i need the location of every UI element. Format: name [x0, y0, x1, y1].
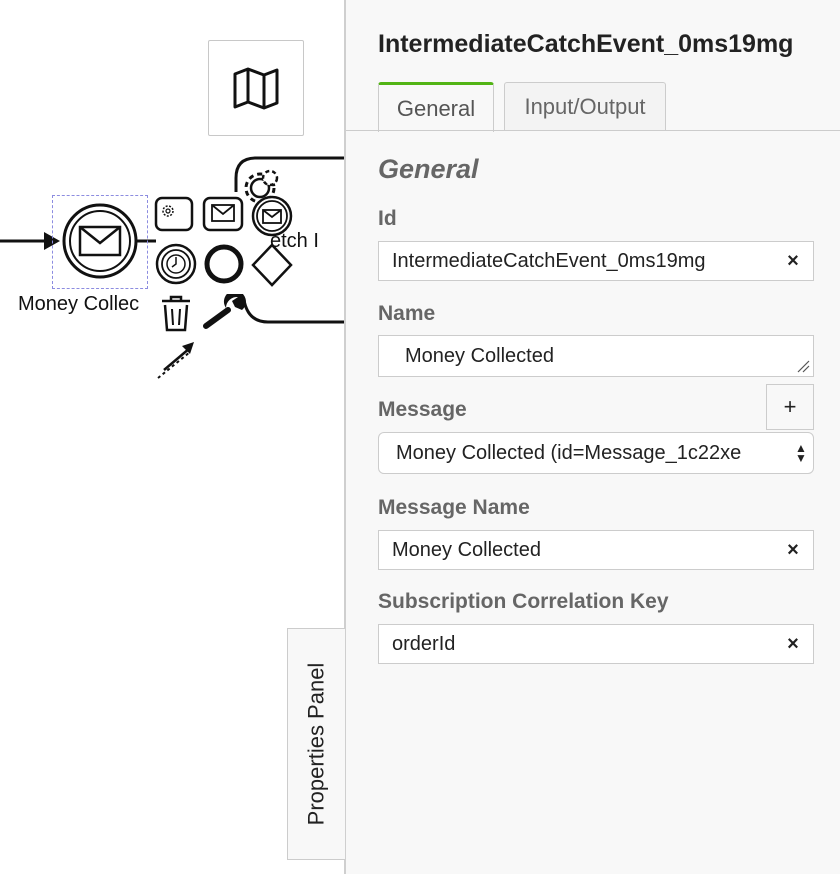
service-task-icon[interactable]	[154, 196, 194, 232]
message-value[interactable]: Money Collected (id=Message_1c22xe	[396, 441, 742, 464]
message-name-label: Message Name	[378, 496, 530, 519]
correlation-key-value[interactable]: orderId	[392, 632, 456, 655]
map-icon	[233, 67, 279, 110]
wrench-icon[interactable]	[202, 294, 248, 330]
message-name-value[interactable]: Money Collected	[392, 538, 541, 561]
id-field[interactable]: IntermediateCatchEvent_0ms19mg ×	[378, 241, 814, 281]
end-event-icon[interactable]	[202, 242, 246, 286]
message-task-icon[interactable]	[202, 196, 244, 232]
tab-general[interactable]: General	[378, 82, 494, 132]
id-clear-button[interactable]: ×	[787, 249, 799, 272]
tab-input-output[interactable]: Input/Output	[504, 82, 666, 130]
task-label: etch I	[270, 230, 319, 252]
message-select[interactable]: Money Collected (id=Message_1c22xe ▲▼	[378, 432, 814, 474]
name-field[interactable]: Money Collected	[378, 335, 814, 377]
correlation-key-field[interactable]: orderId ×	[378, 624, 814, 664]
id-value[interactable]: IntermediateCatchEvent_0ms19mg	[392, 249, 706, 272]
message-catch-event[interactable]	[60, 203, 140, 283]
properties-panel: IntermediateCatchEvent_0ms19mg General I…	[344, 0, 840, 874]
panel-title: IntermediateCatchEvent_0ms19mg	[378, 30, 794, 58]
properties-panel-toggle-label: Properties Panel	[303, 662, 329, 826]
properties-panel-toggle[interactable]: Properties Panel	[287, 628, 345, 860]
select-arrows-icon: ▲▼	[795, 441, 807, 465]
correlation-key-clear-button[interactable]: ×	[787, 632, 799, 655]
message-label: Message	[378, 398, 467, 421]
id-label: Id	[378, 207, 397, 230]
trash-icon[interactable]	[158, 294, 194, 334]
message-event-icon[interactable]	[250, 194, 294, 238]
minimap-toggle-button[interactable]	[208, 40, 304, 136]
timer-event-icon[interactable]	[154, 242, 198, 286]
connect-arrow-icon[interactable]	[154, 338, 198, 382]
diagram-canvas[interactable]: Money Collec etch I	[0, 0, 346, 874]
name-label: Name	[378, 302, 436, 325]
tab-divider	[346, 130, 840, 131]
name-value[interactable]: Money Collected	[405, 344, 554, 367]
correlation-key-label: Subscription Correlation Key	[378, 590, 669, 613]
add-message-button[interactable]: +	[766, 384, 814, 430]
message-name-clear-button[interactable]: ×	[787, 538, 799, 561]
resize-handle-icon[interactable]	[796, 359, 810, 373]
gateway-icon[interactable]	[250, 242, 294, 288]
event-label: Money Collec	[18, 293, 140, 315]
section-title: General	[378, 154, 479, 184]
message-name-field[interactable]: Money Collected ×	[378, 530, 814, 570]
selection-outline	[52, 195, 148, 289]
